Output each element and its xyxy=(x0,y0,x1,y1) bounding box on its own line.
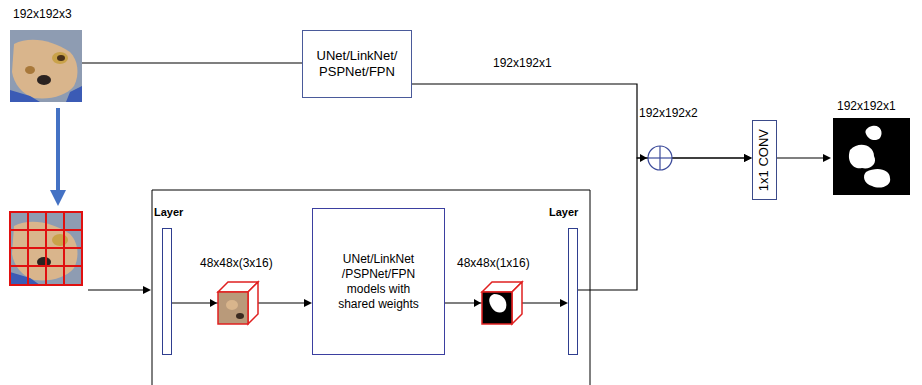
dimension-label: 48x48x(1x16) xyxy=(456,256,531,270)
input-patch-cube xyxy=(218,282,258,324)
dimension-label: 192x192x3 xyxy=(12,7,73,21)
arrowhead xyxy=(744,154,752,162)
foot-shape xyxy=(12,222,77,281)
image-ground xyxy=(10,212,82,285)
model-label: UNet/LinkNet /PSPNet/FPN models with sha… xyxy=(329,252,429,312)
layer-label: Layer xyxy=(549,206,578,218)
connector xyxy=(412,84,752,162)
patch-grid xyxy=(10,212,82,285)
wound xyxy=(25,66,35,74)
arrowhead xyxy=(823,154,831,162)
dimension-label: 192x192x1 xyxy=(836,99,897,113)
wound xyxy=(57,55,65,61)
dimension-label: 192x192x1 xyxy=(492,56,553,70)
input-line xyxy=(82,62,302,63)
down-arrow xyxy=(56,108,60,192)
wound xyxy=(37,75,51,85)
arrowhead xyxy=(210,299,217,307)
connector-line xyxy=(172,302,305,303)
model-label: UNet/LinkNet/ PSPNet/FPN xyxy=(309,48,405,81)
connector xyxy=(445,299,568,307)
shared-model-box: UNet/LinkNet /PSPNet/FPN models with sha… xyxy=(312,208,445,355)
connector-line xyxy=(445,302,561,303)
arrowhead xyxy=(143,286,151,294)
patch-branch-frame xyxy=(152,190,590,385)
output-patch-cube xyxy=(482,282,522,324)
glove xyxy=(10,90,40,102)
arrowhead xyxy=(474,299,481,307)
wound xyxy=(37,257,51,267)
sum-symbol xyxy=(648,146,672,170)
down-arrowhead xyxy=(50,190,66,206)
patch-line xyxy=(88,289,144,290)
foot-shape xyxy=(12,40,77,99)
connector xyxy=(172,299,312,307)
arrowhead xyxy=(640,154,647,162)
conv-label: 1x1 CONV xyxy=(756,129,772,191)
arrowhead xyxy=(744,154,752,162)
glove xyxy=(66,86,82,102)
connector-line xyxy=(412,84,745,158)
output-mask xyxy=(833,118,910,195)
image-ground xyxy=(10,30,82,102)
layer-bar: Layer xyxy=(568,228,578,355)
dimension-label: 48x48x(3x16) xyxy=(199,256,274,270)
wound xyxy=(52,234,68,246)
glove xyxy=(10,272,40,285)
layer-label: Layer xyxy=(154,206,183,218)
connector-line xyxy=(578,158,745,290)
connector xyxy=(578,154,752,290)
layer-bar: Layer xyxy=(162,228,172,355)
arrowhead xyxy=(304,299,312,307)
patch-image xyxy=(10,212,82,285)
arrowhead xyxy=(560,299,568,307)
dimension-label: 192x192x2 xyxy=(638,106,699,120)
conv-box: 1x1 CONV xyxy=(752,120,777,200)
wound xyxy=(52,52,68,64)
segmentation-model-box: UNet/LinkNet/ PSPNet/FPN xyxy=(302,30,412,98)
output-line xyxy=(777,157,824,158)
input-image xyxy=(10,30,82,102)
